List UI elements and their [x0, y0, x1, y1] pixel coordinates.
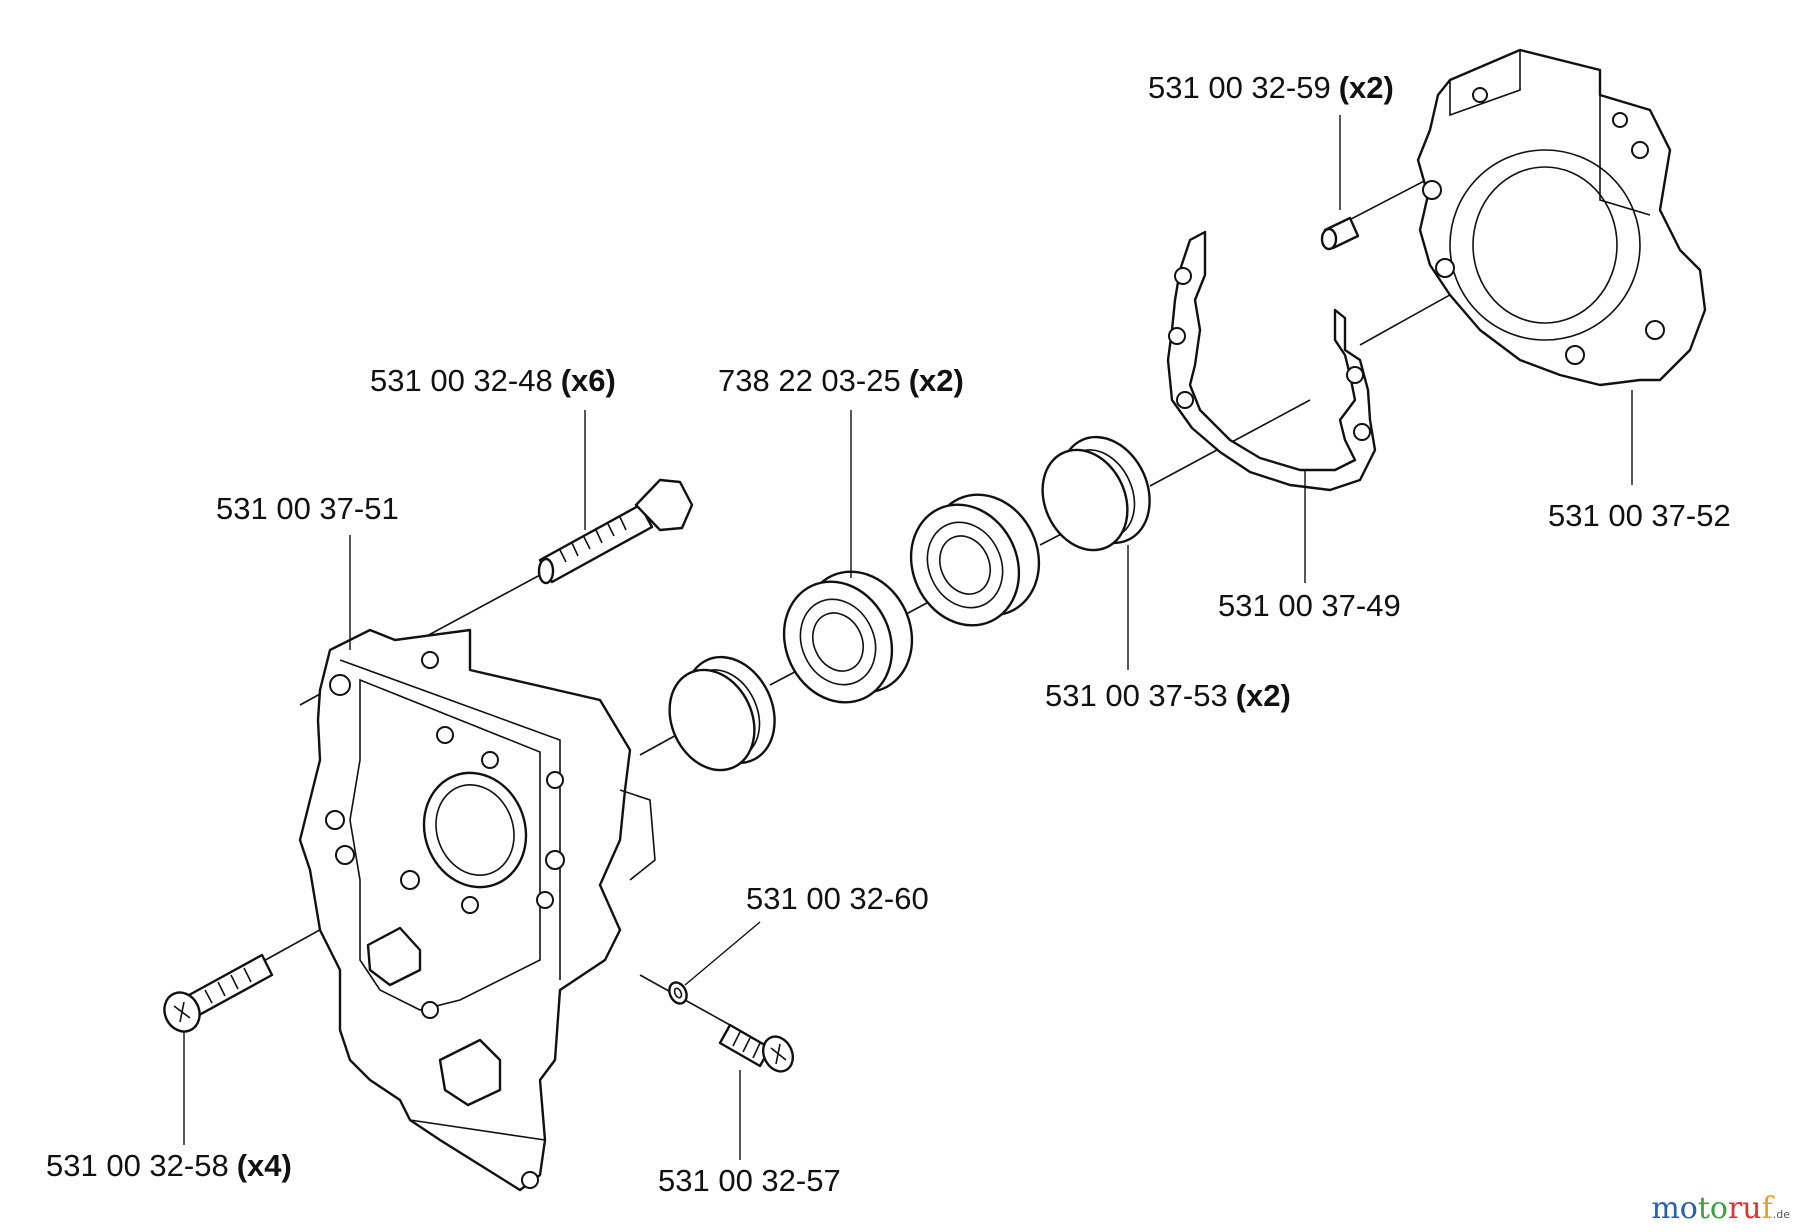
part-label-531-00-32-59: 531 00 32-59(x2): [1148, 70, 1394, 105]
part-label-531-00-32-48: 531 00 32-48(x6): [370, 363, 616, 398]
hex-bolt: [537, 478, 694, 585]
part-label-531-00-32-58: 531 00 32-58(x4): [46, 1148, 292, 1183]
phillips-screw-left: [163, 953, 274, 1033]
oil-seal-right: [1041, 435, 1151, 552]
watermark-logo: motoruf.de: [1651, 1191, 1790, 1226]
ball-bearing-right: [909, 493, 1041, 627]
leader-lines: [183, 115, 1633, 1160]
part-label-531-00-37-53: 531 00 37-53(x2): [1045, 678, 1291, 713]
phillips-screw-right: [718, 1023, 794, 1073]
part-label-738-22-03-25: 738 22 03-25(x2): [718, 363, 964, 398]
gasket: [1166, 230, 1377, 492]
part-label-531-00-37-49: 531 00 37-49: [1218, 588, 1401, 623]
part-label-531-00-37-51: 531 00 37-51: [216, 491, 399, 526]
gearbox-housing-cover: [1416, 48, 1707, 387]
dowel-pin: [1320, 216, 1360, 251]
washer: [668, 981, 688, 1005]
oil-seal-left: [668, 655, 776, 772]
part-label-531-00-32-57: 531 00 32-57: [658, 1163, 841, 1198]
ball-bearing-left: [782, 570, 914, 704]
gearbox-housing-left: [298, 628, 656, 1192]
part-label-531-00-32-60: 531 00 32-60: [746, 881, 929, 916]
part-label-531-00-37-52: 531 00 37-52: [1548, 498, 1731, 533]
